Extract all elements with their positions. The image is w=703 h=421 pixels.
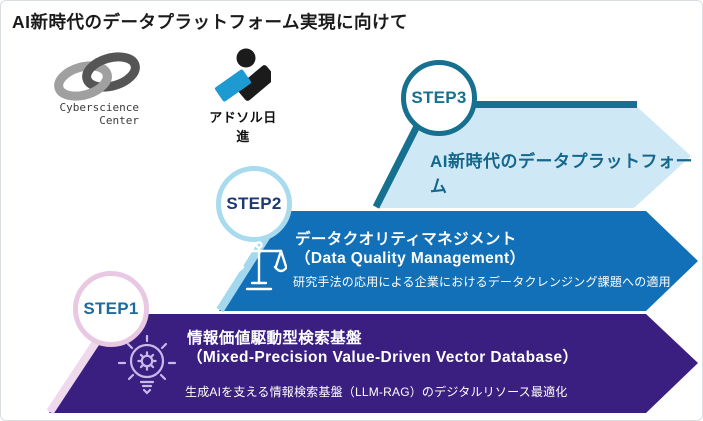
step2-description: 研究手法の応用による企業におけるデータクレンジング課題への適用	[293, 275, 671, 289]
step2-badge: STEP2	[216, 166, 292, 242]
cyberscience-line2: Center	[99, 114, 139, 127]
balance-scale-icon	[231, 241, 287, 291]
step3-badge: STEP3	[401, 60, 477, 136]
cyberscience-line1: Cyberscience	[59, 101, 139, 114]
cyberscience-rings-icon	[54, 52, 140, 101]
step1-title-en: （Mixed-Precision Value-Driven Vector Dat…	[187, 349, 579, 366]
step3-label: AI新時代のデータプラットフォーム	[430, 152, 693, 196]
step1-title-ja: 情報価値駆動型検索基盤	[187, 330, 362, 347]
adsol-logo-text: アドソル日進	[209, 110, 277, 144]
step1-badge-label: STEP1	[83, 299, 139, 318]
step1-badge: STEP1	[73, 271, 149, 347]
cyberscience-logo-text: Cyberscience Center	[37, 101, 139, 127]
step2-title-ja: データクオリティマネジメント	[295, 231, 517, 248]
page-title: AI新時代のデータプラットフォーム実現に向けて	[12, 12, 408, 32]
step2-badge-label: STEP2	[226, 194, 282, 213]
step2-title-en: （Data Quality Management）	[295, 250, 526, 267]
step3-badge-label: STEP3	[411, 88, 467, 107]
adsol-figure-icon	[214, 48, 271, 102]
step1-description: 生成AIを支える情報検索基盤（LLM-RAG）のデジタルリソース最適化	[185, 385, 568, 399]
lightbulb-gear-icon	[117, 335, 177, 395]
